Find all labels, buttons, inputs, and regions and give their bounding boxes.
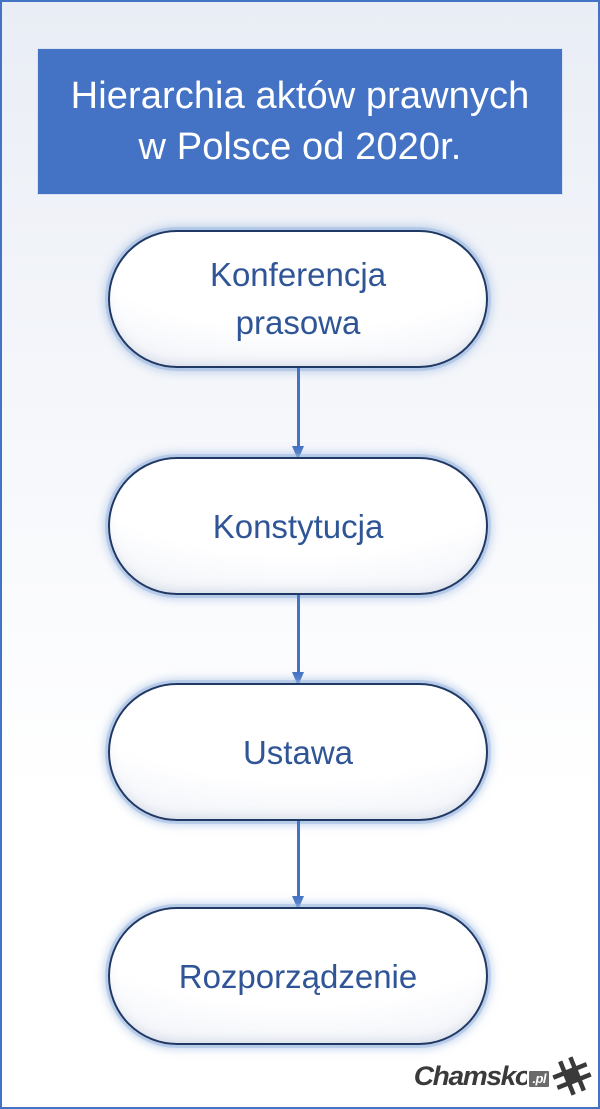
flow-step-label: Rozporządzenie	[178, 957, 418, 995]
title-banner: Hierarchia aktów prawnych w Polsce od 20…	[37, 48, 563, 195]
title-line-1: Hierarchia aktów prawnych	[70, 74, 530, 117]
flow-step-konferencja-prasowa[interactable]: Konferencja prasowa	[108, 230, 488, 368]
flow-arrow-3	[292, 821, 305, 910]
watermark-chamsko-pl: Chamsko .pl	[412, 1053, 592, 1099]
arrow-shaft	[297, 368, 300, 446]
flow-arrow-1	[292, 368, 305, 460]
flow-arrow-2	[292, 595, 305, 686]
flow-step-label: Ustawa	[242, 733, 354, 771]
arrow-shaft	[297, 595, 300, 672]
arrow-shaft	[297, 821, 300, 896]
flow-step-label: Konstytucja	[212, 507, 384, 545]
chamsko-grid-logo-icon	[552, 1056, 592, 1096]
flow-step-rozporzadzenie[interactable]: Rozporządzenie	[108, 907, 488, 1045]
flow-step-konstytucja[interactable]: Konstytucja	[108, 457, 488, 595]
flow-step-label-line-1: Konferencja	[209, 256, 387, 293]
title-line-2: w Polsce od 2020r.	[138, 125, 462, 168]
flow-step-ustawa[interactable]: Ustawa	[108, 683, 488, 821]
watermark-name: Chamsko	[412, 1059, 533, 1092]
flow-step-label: Konferencja prasowa	[188, 251, 408, 347]
watermark-wordmark: Chamsko .pl	[412, 1059, 551, 1092]
flow-step-label-line-2: prasowa	[235, 304, 361, 341]
watermark-tld-badge: .pl	[527, 1068, 551, 1089]
